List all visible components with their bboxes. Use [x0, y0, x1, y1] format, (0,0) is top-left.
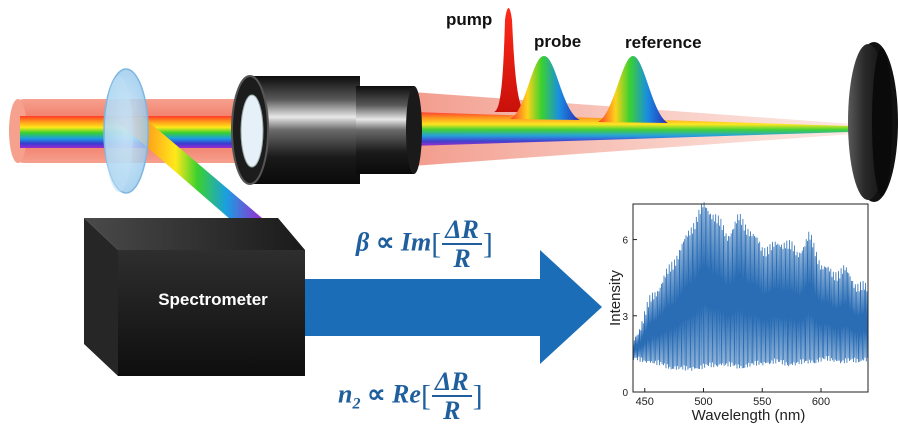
pump-peak — [494, 8, 524, 112]
beta-symbol: β — [356, 227, 370, 257]
pump-label: pump — [446, 10, 493, 29]
x-tick-label: 500 — [694, 396, 712, 408]
reflected-beam — [118, 116, 262, 226]
objective-lens — [231, 75, 422, 185]
y-tick-label: 3 — [622, 312, 628, 323]
y-tick-label: 6 — [622, 236, 628, 247]
plot-frame — [632, 203, 869, 393]
focused-rainbow-cone — [412, 112, 880, 146]
x-tick-label: 600 — [812, 396, 830, 408]
proportional-symbol: ∝ — [366, 379, 386, 409]
reference-label: reference — [625, 33, 702, 52]
probe-label: probe — [534, 32, 582, 51]
beam-splitter-lens-front — [105, 76, 133, 192]
imaginary-part: Im — [400, 227, 432, 257]
spectrometer-label: Spectrometer — [158, 290, 268, 309]
spectrum-line — [632, 202, 868, 371]
x-axis-label: Wavelength (nm) — [692, 407, 806, 424]
n2-symbol: n — [338, 379, 353, 409]
y-tick-label: 0 — [622, 388, 628, 399]
sample-mirror — [848, 42, 898, 202]
x-tick-label: 450 — [636, 396, 654, 408]
real-part: Re — [392, 379, 421, 409]
y-axis-label: Intensity — [607, 270, 624, 326]
probe-peak — [510, 56, 580, 120]
signal-arrow — [305, 250, 602, 364]
reference-peak — [598, 56, 668, 123]
spectrometer-box — [84, 218, 305, 376]
proportional-symbol: ∝ — [375, 227, 395, 257]
x-tick-label: 550 — [753, 396, 771, 408]
